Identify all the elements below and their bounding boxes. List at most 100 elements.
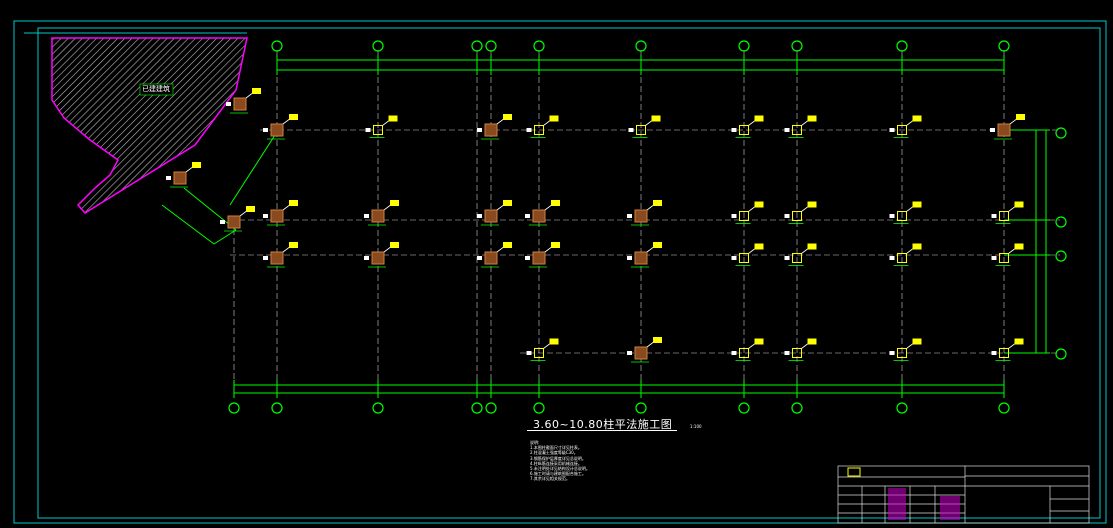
- column-dim-mark: [364, 214, 369, 218]
- column-dim-mark: [784, 351, 790, 355]
- column-dim-mark: [784, 256, 790, 260]
- column-tag: [289, 200, 298, 206]
- title-block-lines: [837, 465, 1090, 524]
- note-line: 1.本图柱截面尺寸详见柱表。: [530, 445, 582, 451]
- drawing-title: 3.60~10.80柱平法施工图: [533, 418, 673, 431]
- column-tag: [551, 242, 560, 248]
- column-tag: [754, 115, 764, 122]
- column-dim-mark: [889, 351, 895, 355]
- column-tag: [390, 242, 399, 248]
- column-section: [792, 125, 802, 135]
- column-dim-mark: [525, 214, 530, 218]
- grid-bubbles-bottom: [228, 402, 1010, 414]
- column-tag: [551, 200, 560, 206]
- column-tag: [549, 115, 559, 122]
- column-section: [484, 123, 498, 137]
- column-dim-mark: [990, 128, 995, 132]
- column-tag: [912, 115, 922, 122]
- column-section: [897, 253, 907, 263]
- column-section: [534, 348, 544, 358]
- column-dim-mark: [220, 220, 225, 224]
- title-block-stamp-2: [940, 496, 960, 520]
- outer-frame: [13, 20, 1107, 524]
- column-dim-mark: [226, 102, 231, 106]
- column-tag: [289, 242, 298, 248]
- column-section: [999, 348, 1009, 358]
- column-section: [270, 123, 284, 137]
- column-section: [484, 209, 498, 223]
- column-section: [636, 125, 646, 135]
- note-line: 说明:: [530, 440, 540, 445]
- column-section: [897, 125, 907, 135]
- column-tag: [252, 88, 261, 94]
- column-tag: [289, 114, 298, 120]
- title-block-stamp: [888, 488, 906, 520]
- column-section: [792, 253, 802, 263]
- column-tag: [754, 243, 764, 250]
- grid-lines-vertical: [233, 50, 1005, 400]
- column-tag: [1014, 201, 1024, 208]
- column-dim-mark: [784, 214, 790, 218]
- column-tag: [754, 338, 764, 345]
- column-section: [371, 251, 385, 265]
- column-tag: [503, 114, 512, 120]
- column-tag: [388, 115, 398, 122]
- column-dim-mark: [526, 128, 532, 132]
- column-section: [484, 251, 498, 265]
- column-tag: [807, 338, 817, 345]
- note-line: 4.柱纵筋连接采用机械连接。: [530, 460, 582, 466]
- grid-lines-horizontal: [230, 129, 1060, 354]
- column-section: [792, 211, 802, 221]
- column-tag: [912, 201, 922, 208]
- column-dim-mark: [889, 256, 895, 260]
- column-dim-mark: [263, 214, 268, 218]
- column-dim-mark: [627, 351, 632, 355]
- column-tag: [653, 337, 662, 343]
- column-tag: [246, 206, 255, 212]
- column-dim-mark: [627, 256, 632, 260]
- column-tag: [503, 242, 512, 248]
- column-section: [371, 209, 385, 223]
- column-dim-mark: [991, 256, 997, 260]
- column-section: [532, 209, 546, 223]
- grid-bubbles-right: [1055, 127, 1067, 360]
- column-section: [373, 125, 383, 135]
- column-section: [270, 209, 284, 223]
- column-dim-mark: [364, 256, 369, 260]
- column-dim-mark: [889, 214, 895, 218]
- column-dim-mark: [731, 351, 737, 355]
- column-section: [999, 253, 1009, 263]
- column-tag: [503, 200, 512, 206]
- column-tag: [1014, 338, 1024, 345]
- column-dim-mark: [166, 176, 171, 180]
- column-section: [997, 123, 1011, 137]
- column-tag: [1016, 114, 1025, 120]
- column-dim-mark: [731, 214, 737, 218]
- note-line: 6.施工时请与建筑图配合施工。: [530, 471, 586, 477]
- column-tag: [390, 200, 399, 206]
- column-dim-mark: [731, 128, 737, 132]
- column-section: [233, 97, 247, 111]
- column-section: [739, 125, 749, 135]
- column-dim-mark: [889, 128, 895, 132]
- adjacent-building-hatch: [51, 37, 248, 214]
- column-section: [897, 348, 907, 358]
- adjacent-building-label: 已建建筑: [142, 85, 170, 93]
- column-dim-mark: [525, 256, 530, 260]
- column-tag: [912, 243, 922, 250]
- drawing-notes: 说明: 1.本图柱截面尺寸详见柱表。 2.柱混凝土强度等级C30。 3.钢筋保护…: [530, 440, 590, 482]
- column-dim-mark: [526, 351, 532, 355]
- column-section: [792, 348, 802, 358]
- column-dim-mark: [477, 256, 482, 260]
- column-dim-mark: [477, 128, 482, 132]
- drawing-scale: 1:100: [690, 424, 702, 429]
- inner-frame: [37, 27, 1101, 519]
- column-dim-mark: [365, 128, 371, 132]
- column-tag: [754, 201, 764, 208]
- column-dim-mark: [628, 128, 634, 132]
- adjacent-building-label-bg: [139, 83, 174, 96]
- column-section: [634, 346, 648, 360]
- column-section: [999, 211, 1009, 221]
- note-line: 7.其余详见相关规范。: [530, 476, 570, 482]
